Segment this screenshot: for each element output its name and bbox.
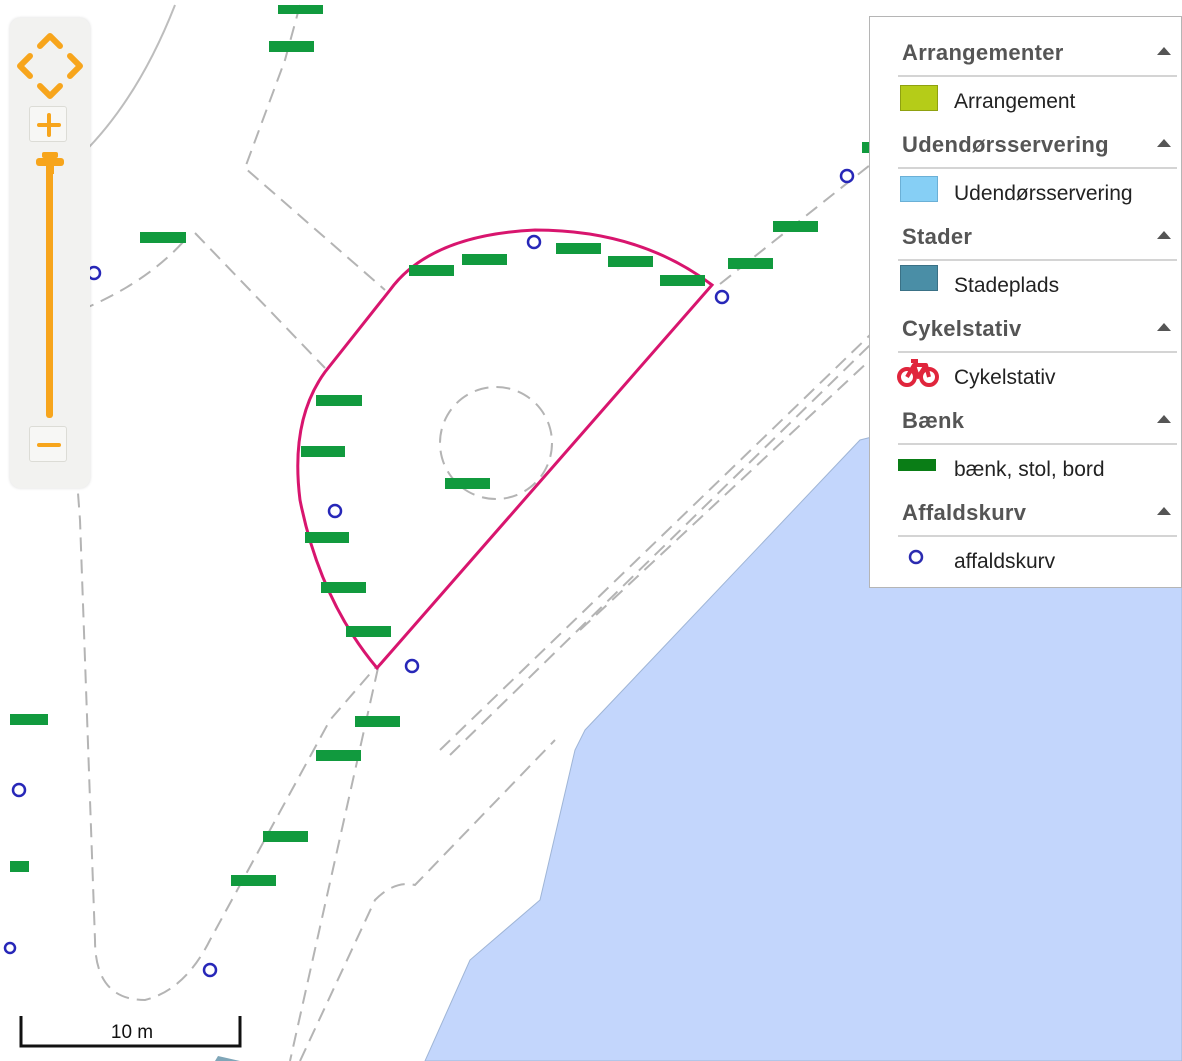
scale-bar: 10 m xyxy=(19,1016,242,1048)
zoom-in-button[interactable] xyxy=(29,106,67,142)
legend-item-udendoersservering: Udendørsservering xyxy=(870,171,1181,213)
legend-item-baenk: bænk, stol, bord xyxy=(870,447,1181,489)
legend-item-label: bænk, stol, bord xyxy=(954,458,1105,481)
legend-panel: Arrangementer Arrangement Udendørsserver… xyxy=(869,16,1182,588)
legend-section-stader[interactable]: Stader xyxy=(870,211,1181,261)
legend-section-affaldskurv[interactable]: Affaldskurv xyxy=(870,487,1181,537)
zoom-slider-handle[interactable] xyxy=(34,152,66,174)
event-area-outline[interactable] xyxy=(296,228,715,671)
legend-section-title: Stader xyxy=(902,224,973,249)
arrangement-swatch-icon xyxy=(900,85,938,111)
legend-item-label: Udendørsservering xyxy=(954,182,1133,205)
legend-section-title: Cykelstativ xyxy=(902,316,1022,341)
legend-item-arrangement: Arrangement xyxy=(870,79,1181,121)
zoom-out-button[interactable] xyxy=(29,426,67,462)
legend-section-title: Arrangementer xyxy=(902,40,1064,65)
minus-icon xyxy=(37,443,61,447)
legend-item-label: Arrangement xyxy=(954,90,1076,113)
legend-section-cykelstativ[interactable]: Cykelstativ xyxy=(870,303,1181,353)
legend-item-cykelstativ: Cykelstativ xyxy=(870,355,1181,397)
legend-section-title: Udendørsservering xyxy=(902,132,1109,157)
footpaths xyxy=(59,4,871,1061)
bench-markers xyxy=(10,5,872,886)
legend-section-udendoersservering[interactable]: Udendørsservering xyxy=(870,119,1181,169)
zoom-slider-track[interactable] xyxy=(46,168,53,418)
collapse-arrow-icon[interactable] xyxy=(1157,323,1171,331)
collapse-arrow-icon[interactable] xyxy=(1157,47,1171,55)
plus-icon xyxy=(37,113,61,137)
stall-swatch-icon xyxy=(900,265,938,291)
legend-section-arrangementer[interactable]: Arrangementer xyxy=(870,27,1181,77)
legend-item-label: Stadeplads xyxy=(954,274,1060,297)
bicycle-icon xyxy=(897,359,939,387)
pan-arrows-icon[interactable] xyxy=(16,32,84,100)
bench-bar-icon xyxy=(898,459,936,471)
collapse-arrow-icon[interactable] xyxy=(1157,507,1171,515)
legend-item-affaldskurv: affaldskurv xyxy=(870,539,1181,581)
outdoor-serving-swatch-icon xyxy=(900,176,938,202)
zoom-control xyxy=(10,18,90,488)
legend-item-label: Cykelstativ xyxy=(954,366,1056,389)
legend-section-title: Bænk xyxy=(902,408,965,433)
map-arrow-marker xyxy=(215,1056,240,1061)
legend-section-title: Affaldskurv xyxy=(902,500,1027,525)
scale-label: 10 m xyxy=(111,1022,153,1043)
collapse-arrow-icon[interactable] xyxy=(1157,139,1171,147)
waste-bin-circle-icon xyxy=(908,549,924,565)
legend-item-label: affaldskurv xyxy=(954,550,1056,573)
collapse-arrow-icon[interactable] xyxy=(1157,231,1171,239)
legend-section-baenk[interactable]: Bænk xyxy=(870,395,1181,445)
collapse-arrow-icon[interactable] xyxy=(1157,415,1171,423)
legend-item-stadeplads: Stadeplads xyxy=(870,263,1181,305)
